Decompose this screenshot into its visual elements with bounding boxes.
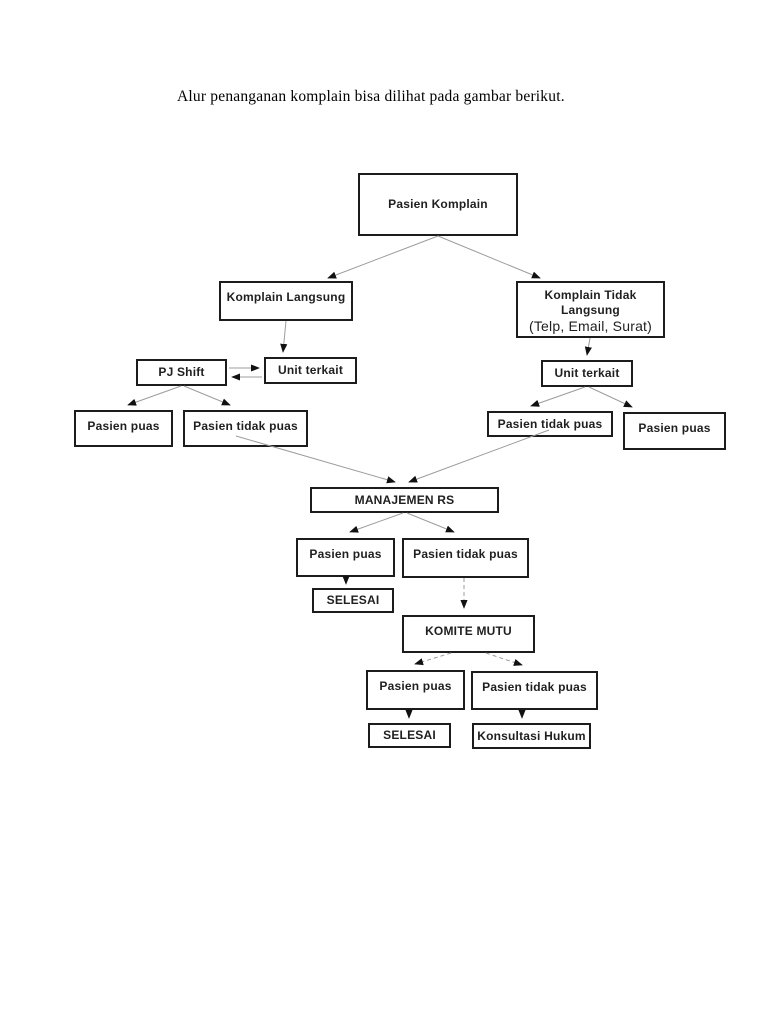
- arrow-pj-shift-to-pasien-puas: [127, 385, 182, 406]
- node-pasien-tidak-puas-left: Pasien tidak puas: [183, 410, 308, 447]
- node-label: Pasien tidak puas: [413, 547, 518, 561]
- node-label: MANAJEMEN RS: [354, 492, 455, 507]
- arrow-komite-to-pasien-puas: [414, 652, 452, 666]
- node-pj-shift: PJ Shift: [136, 359, 227, 386]
- arrow-komplain-to-tidak-langsung: [437, 235, 541, 279]
- arrow-unit-terkait-to-pasien-puas: [588, 386, 633, 408]
- node-pasien-komplain: Pasien Komplain: [358, 173, 518, 236]
- node-label: Pasien tidak puas: [497, 416, 603, 431]
- node-label: KOMITE MUTU: [425, 624, 512, 638]
- node-label: Pasien puas: [379, 679, 452, 693]
- node-label: PJ Shift: [158, 365, 205, 379]
- arrow-pj-shift-to-pasien-tidak-puas: [183, 385, 231, 406]
- arrow-langsung-to-unit-terkait: [280, 320, 288, 353]
- node-pasien-tidak-puas-right: Pasien tidak puas: [487, 411, 613, 437]
- arrow-manajemen-to-pasien-puas: [349, 512, 404, 533]
- node-pasien-puas-right: Pasien puas: [623, 412, 726, 450]
- page-caption: Alur penanganan komplain bisa dilihat pa…: [177, 88, 565, 105]
- node-komplain-langsung: Komplain Langsung: [219, 281, 353, 321]
- node-label: Konsultasi Hukum: [477, 728, 586, 743]
- arrow-komplain-to-langsung: [327, 235, 439, 279]
- arrow-unit-terkait-to-pasien-tidak-puas: [530, 386, 586, 407]
- node-unit-terkait-right: Unit terkait: [541, 360, 633, 387]
- arrow-komite-to-pasien-tidak-puas: [485, 652, 523, 666]
- node-manajemen-rs: MANAJEMEN RS: [310, 487, 499, 513]
- node-komplain-tidak-langsung: Komplain Tidak Langsung (Telp, Email, Su…: [516, 281, 665, 338]
- node-selesai-2: SELESAI: [368, 723, 451, 748]
- node-unit-terkait-left: Unit terkait: [264, 357, 357, 384]
- node-label: Komplain Tidak Langsung: [544, 287, 637, 317]
- arrow-manajemen-to-pasien-tidak-puas: [406, 512, 455, 533]
- arrow-tidak-langsung-to-unit-terkait: [584, 337, 592, 356]
- node-label: Pasien Komplain: [388, 197, 488, 211]
- node-konsultasi-hukum: Konsultasi Hukum: [472, 723, 591, 749]
- node-label: Pasien puas: [638, 421, 711, 435]
- node-pasien-puas-left: Pasien puas: [74, 410, 173, 447]
- node-pasien-tidak-puas-mid: Pasien tidak puas: [402, 538, 529, 578]
- node-pasien-puas-mid: Pasien puas: [296, 538, 395, 577]
- node-selesai-1: SELESAI: [312, 588, 394, 613]
- node-pasien-tidak-puas-komite: Pasien tidak puas: [471, 671, 598, 710]
- node-label: SELESAI: [326, 593, 380, 607]
- node-label: Pasien tidak puas: [482, 680, 587, 694]
- node-label: Unit terkait: [554, 366, 620, 380]
- node-label: Pasien puas: [309, 547, 382, 561]
- node-label: Pasien tidak puas: [193, 419, 298, 433]
- node-sublabel: (Telp, Email, Surat): [528, 317, 653, 334]
- node-label: Pasien puas: [87, 419, 160, 433]
- arrow-tidak-puas-right-to-manajemen: [408, 429, 550, 483]
- node-komite-mutu: KOMITE MUTU: [402, 615, 535, 653]
- node-pasien-puas-komite: Pasien puas: [366, 670, 465, 710]
- node-label: Komplain Langsung: [226, 290, 346, 304]
- node-label: Unit terkait: [277, 363, 344, 377]
- node-label: SELESAI: [383, 728, 436, 742]
